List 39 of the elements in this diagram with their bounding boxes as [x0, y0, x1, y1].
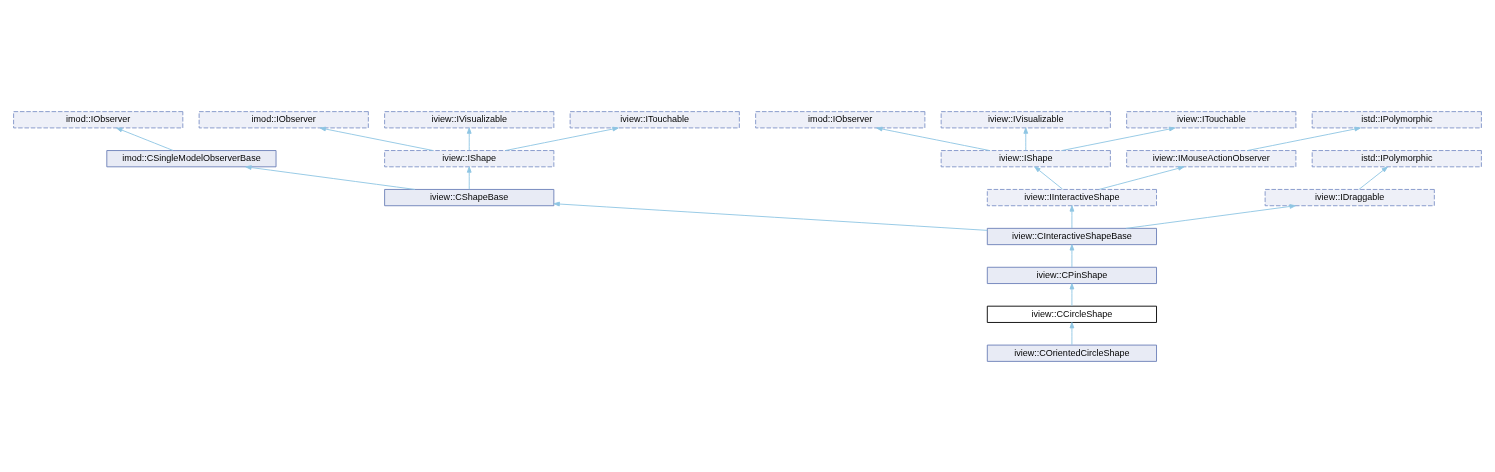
arrow	[876, 126, 990, 151]
node-box: istd::IPolymorphic	[1311, 149, 1482, 167]
node-box: iview::ITouchable	[1126, 110, 1297, 128]
node-box: iview::IMouseActionObserver	[1126, 149, 1297, 167]
arrow	[466, 126, 472, 151]
arrow	[1098, 165, 1185, 190]
node-box: imod::IObserver	[13, 110, 184, 128]
arrow	[505, 126, 619, 151]
node-box: iview::CInteractiveShapeBase	[986, 227, 1157, 245]
node-box: iview::ITouchable	[569, 110, 740, 128]
arrow	[116, 127, 174, 151]
arrow	[1069, 321, 1075, 345]
arrow	[1061, 126, 1176, 151]
arrow	[319, 126, 434, 151]
node-box: iview::CCircleShape	[986, 305, 1157, 323]
node-box: istd::IPolymorphic	[1311, 110, 1482, 128]
arrow	[1023, 126, 1029, 151]
arrow	[1125, 203, 1296, 229]
arrow	[1069, 243, 1075, 267]
node-box: imod::IObserver	[755, 110, 926, 128]
arrow	[245, 164, 416, 190]
arrow	[1247, 126, 1361, 151]
arrow	[1069, 204, 1075, 229]
arrow	[466, 165, 472, 190]
node-box: iview::IVisualizable	[940, 110, 1111, 128]
arrow	[1358, 165, 1388, 190]
node-box: imod::CSingleModelObserverBase	[106, 149, 277, 167]
node-box: imod::IObserver	[198, 110, 369, 128]
node-box: iview::IVisualizable	[384, 110, 555, 128]
node-box: iview::CShapeBase	[384, 188, 555, 206]
node-box: iview::COrientedCircleShape	[986, 344, 1157, 362]
node-box: iview::CPinShape	[986, 266, 1157, 284]
arrow	[553, 201, 988, 231]
node-box: iview::IDraggable	[1264, 188, 1435, 206]
arrow	[1069, 282, 1075, 306]
node-box: iview::IShape	[384, 149, 555, 167]
arrow	[1034, 165, 1064, 190]
node-box: iview::IInteractiveShape	[986, 188, 1157, 206]
node-box: iview::IShape	[940, 149, 1111, 167]
